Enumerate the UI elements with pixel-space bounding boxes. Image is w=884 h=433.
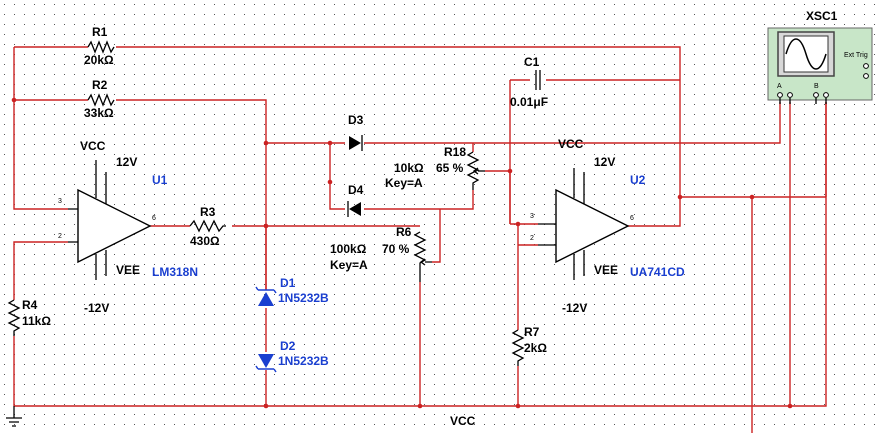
resistor-r3[interactable] <box>189 219 226 233</box>
r2-value-label: 33kΩ <box>84 106 114 120</box>
r3-value-label: 430Ω <box>190 234 220 248</box>
opamp-u2[interactable] <box>538 168 630 280</box>
opamp-u1[interactable] <box>68 160 152 280</box>
d1-part-label: 1N5232B <box>278 291 329 305</box>
r1-value-label: 20kΩ <box>84 53 114 67</box>
u2-part-label: UA741CD <box>630 265 685 279</box>
u1-vee-label: VEE <box>116 263 140 277</box>
resistor-r7[interactable] <box>511 329 525 366</box>
diode-d3[interactable] <box>349 135 363 151</box>
r7-ref-label: R7 <box>524 325 540 339</box>
r6-ref-label: R6 <box>396 225 412 239</box>
svg-text:6: 6 <box>152 215 156 222</box>
c1-value-label: 0.01μF <box>510 95 548 109</box>
u2-vcc-value: 12V <box>594 155 615 169</box>
scope-ext-trig-label: Ext Trig <box>844 52 868 59</box>
u2-vee-value: -12V <box>562 301 587 315</box>
svg-text:2: 2 <box>530 235 534 242</box>
bottom-net-label: VCC <box>450 414 476 428</box>
u1-ref-label: U1 <box>152 173 168 187</box>
r2-ref-label: R2 <box>92 78 108 92</box>
scope-channel-a-label: A <box>777 83 782 90</box>
zener-d2[interactable] <box>255 354 277 373</box>
r18-value-label: 10kΩ <box>394 161 424 175</box>
zener-d1[interactable] <box>255 286 277 306</box>
r18-ref-label: R18 <box>444 145 466 159</box>
r18-setting-label: 65 % <box>436 161 464 175</box>
u1-vcc-value: 12V <box>116 155 137 169</box>
u2-vee-label: VEE <box>594 263 618 277</box>
xsc1-ref-label: XSC1 <box>806 9 838 23</box>
c1-ref-label: C1 <box>524 55 540 69</box>
svg-text:6: 6 <box>630 215 634 222</box>
d2-ref-label: D2 <box>280 339 296 353</box>
r4-ref-label: R4 <box>22 298 38 312</box>
svg-text:3: 3 <box>58 198 62 205</box>
scope-channel-b-label: B <box>814 83 819 90</box>
r6-setting-label: 70 % <box>382 242 410 256</box>
r1-ref-label: R1 <box>92 25 108 39</box>
d4-ref-label: D4 <box>348 183 364 197</box>
u1-vcc-label: VCC <box>80 139 106 153</box>
d3-ref-label: D3 <box>348 113 364 127</box>
u1-vee-value: -12V <box>84 301 109 315</box>
diode-d4[interactable] <box>347 201 361 217</box>
r7-value-label: 2kΩ <box>524 341 547 355</box>
r6-value-label: 100kΩ <box>330 242 367 256</box>
r3-ref-label: R3 <box>200 205 216 219</box>
ground-symbol <box>6 406 22 427</box>
u1-part-label: LM318N <box>152 265 198 279</box>
resistor-r2[interactable] <box>87 93 115 107</box>
resistor-r4[interactable] <box>7 299 21 336</box>
resistor-r1[interactable] <box>87 40 115 54</box>
potentiometer-r18[interactable] <box>466 151 485 190</box>
r18-key-label: Key=A <box>385 176 423 190</box>
capacitor-c1[interactable] <box>535 70 541 90</box>
junctions <box>11 97 793 409</box>
d1-ref-label: D1 <box>280 276 296 290</box>
d2-part-label: 1N5232B <box>278 354 329 368</box>
svg-text:3: 3 <box>530 213 534 220</box>
oscilloscope-xsc1[interactable]: A B Ext Trig <box>767 27 873 104</box>
u2-ref-label: U2 <box>630 173 646 187</box>
r4-value-label: 11kΩ <box>22 314 51 328</box>
r6-key-label: Key=A <box>330 258 368 272</box>
svg-text:2: 2 <box>58 233 62 240</box>
potentiometer-r6[interactable] <box>413 231 432 282</box>
u2-vcc-label: VCC <box>558 137 584 151</box>
